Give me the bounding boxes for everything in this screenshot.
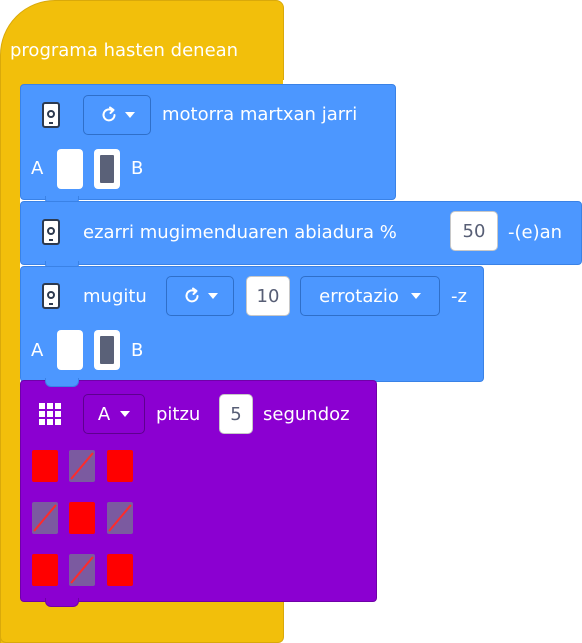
speed-input[interactable]: 50 [450,211,498,251]
matrix-pixel[interactable] [107,502,133,534]
grid-icon [39,403,61,425]
motor-device-icon [42,283,60,309]
set-speed-suffix: -(e)an [508,222,563,243]
port-a-label: A [31,158,44,179]
matrix-pixel[interactable] [107,450,133,482]
hat-block-spine [0,78,20,643]
matrix-pixel[interactable] [69,502,95,534]
rotate-clockwise-icon [185,287,199,303]
port-b-slot-selected[interactable] [94,330,120,370]
chevron-down-icon [120,411,131,417]
light-label: pitzu [156,404,201,425]
port-dropdown[interactable]: A [83,394,145,434]
motor-device-icon [42,219,60,245]
chevron-down-icon [208,293,218,299]
port-dropdown-label: A [97,403,111,425]
port-a-slot[interactable] [57,149,83,189]
matrix-pixel[interactable] [69,450,95,482]
port-b-label: B [131,340,144,361]
block-notch [45,378,79,387]
light-suffix: segundoz [263,404,350,425]
move-amount-input[interactable]: 10 [246,276,290,316]
direction-dropdown[interactable] [166,276,234,316]
port-a-label: A [31,340,44,361]
matrix-pixel[interactable] [107,554,133,586]
motor-start-label: motorra martxan jarri [162,104,358,125]
unit-dropdown-label: errotazio [319,285,399,307]
port-b-label: B [131,158,144,179]
matrix-pixel[interactable] [32,450,58,482]
matrix-pixel[interactable] [32,502,58,534]
matrix-pixel[interactable] [32,554,58,586]
port-a-slot[interactable] [57,330,83,370]
matrix-pixel[interactable] [69,554,95,586]
rotate-clockwise-icon [102,106,116,122]
unit-dropdown[interactable]: errotazio [300,276,440,316]
chevron-down-icon [410,293,421,299]
block-notch [45,598,79,607]
set-speed-label: ezarri mugimenduaren abiadura % [83,222,397,243]
move-suffix: -z [451,286,467,307]
move-label: mugitu [83,286,147,307]
hat-block-bottom [0,598,284,643]
port-b-slot-selected[interactable] [94,149,120,189]
hat-block-label: programa hasten denean [10,40,239,61]
chevron-down-icon [125,112,135,118]
seconds-input[interactable]: 5 [219,394,253,434]
motor-device-icon [42,102,60,128]
direction-dropdown[interactable] [83,95,151,135]
